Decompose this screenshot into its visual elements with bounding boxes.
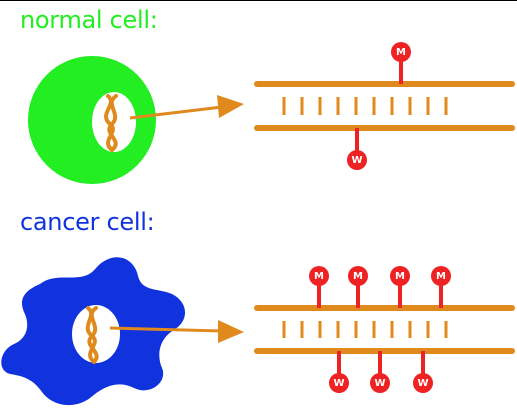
cancer-methyl-marker-icon <box>390 266 410 286</box>
normal-hydroxymethyl-marker-icon <box>347 150 367 170</box>
normal-cell-body <box>28 56 156 184</box>
normal-cell-title: normal cell: <box>20 6 158 34</box>
cancer-chromosome-strand-icon <box>87 306 99 364</box>
normal-hydroxymethyl-label: W <box>351 155 362 166</box>
cancer-dna-rungs <box>282 321 448 338</box>
cancer-hydroxymethyl-label: W <box>374 378 385 389</box>
normal-methyl-label: M <box>396 47 406 58</box>
cancer-methyl-marker-icon <box>431 266 451 286</box>
normal-methyl-markers: M <box>391 42 411 84</box>
cancer-hydroxymethyl-marker-icon <box>413 373 433 393</box>
normal-arrow <box>129 105 223 120</box>
normal-cell-group: M W <box>28 42 515 184</box>
cancer-methyl-label: M <box>314 271 324 282</box>
top-border <box>0 0 517 1</box>
normal-dna-ladder <box>254 81 515 131</box>
normal-methyl-marker-icon <box>391 42 411 62</box>
cancer-hydroxymethyl-label: W <box>417 378 428 389</box>
cancer-hydroxymethyl-label: W <box>333 378 344 389</box>
cancer-hydroxymethyl-marker-icon <box>329 373 349 393</box>
cancer-methyl-label: M <box>436 271 446 282</box>
cancer-dna-ladder <box>254 305 515 354</box>
cancer-methyl-marker-icon <box>309 266 329 286</box>
cancer-methyl-marker-icon <box>348 266 368 286</box>
normal-hydroxymethyl-markers: W <box>347 128 367 170</box>
cancer-cell-title: cancer cell: <box>20 208 155 236</box>
cancer-methyl-label: M <box>395 271 405 282</box>
cancer-arrow-head-icon <box>218 320 244 343</box>
cancer-hydroxymethyl-marker-icon <box>370 373 390 393</box>
cancer-nucleus <box>72 305 120 363</box>
cancer-methyl-label: M <box>353 271 363 282</box>
normal-arrow-head-icon <box>217 95 244 118</box>
normal-chromosome-strand-icon <box>107 94 118 152</box>
cancer-arrow <box>109 326 223 333</box>
cancer-cell-group: M M M M W W W <box>1 257 515 406</box>
normal-dna-rungs <box>282 97 448 115</box>
